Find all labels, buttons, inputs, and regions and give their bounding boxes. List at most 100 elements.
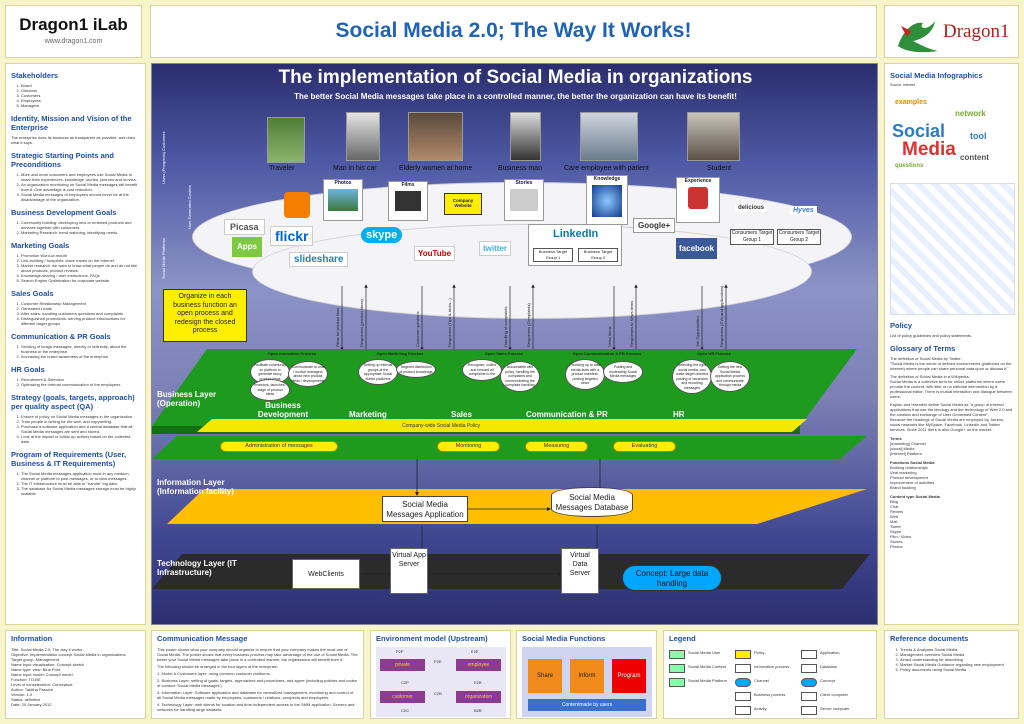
picasa-logo[interactable]: Picasa	[224, 219, 265, 235]
linkedin-logo[interactable]: LinkedIn	[553, 228, 599, 240]
legend-swatch	[669, 664, 685, 673]
process-step: Setting up Internal groups at the approp…	[358, 359, 398, 385]
list-item: More and more customers and employees us…	[21, 172, 140, 182]
legend-swatch	[801, 706, 817, 715]
comm-pr-list: Sending of image messages, directly or i…	[21, 344, 140, 359]
slideshare-logo[interactable]: slideshare	[289, 252, 349, 267]
info-line: Objective: Implementation concept Social…	[11, 652, 126, 657]
process-step: Getting the new Social Media application…	[710, 361, 750, 392]
list-item: Board	[21, 83, 140, 88]
functions-title: Functions Social Media	[890, 460, 935, 465]
brain-icon	[592, 185, 622, 217]
legend-swatch	[801, 664, 817, 673]
blogger-icon[interactable]	[284, 192, 310, 218]
smf-inform: Inform	[570, 659, 604, 693]
infographics-source: Source: Internet	[890, 83, 915, 87]
delicious-logo[interactable]: delicious	[735, 204, 768, 212]
legend-swatch	[801, 692, 817, 701]
infographics-title: Social Media Infographics	[890, 71, 983, 80]
env-private: private	[380, 659, 425, 671]
env-p2p: P2P	[396, 649, 404, 654]
user-business: Business man	[498, 165, 542, 172]
list-item: The Social Media messages-application mu…	[21, 471, 140, 481]
legend-swatch	[735, 678, 751, 687]
ref-item[interactable]: Aimed understanding for describing	[900, 657, 1013, 662]
facebook-logo[interactable]: facebook	[676, 238, 718, 259]
info-line: Function: TO-BE	[11, 677, 41, 682]
env-customer: customer	[380, 691, 425, 703]
sm-application: Social Media Messages Application	[382, 496, 468, 522]
apps-logo[interactable]: Apps	[232, 237, 262, 257]
skype-logo[interactable]: skype	[361, 227, 403, 243]
business-layer-label: Business Layer (Operation)	[157, 390, 217, 408]
flickr-logo[interactable]: flickr	[270, 226, 314, 246]
content-type: Stories	[890, 539, 903, 544]
ref-item[interactable]: Market Social Media Guidance regarding n…	[900, 662, 1013, 667]
diagram-subtitle: The better Social Media messages take pl…	[294, 92, 737, 101]
wordcloud-image: Social Media network content examples to…	[890, 91, 1015, 181]
layer-links	[362, 459, 602, 576]
title-box: Social Media 2.0; The Way It Works!	[150, 5, 877, 58]
right-panel: Social Media Infographics Source: Intern…	[884, 63, 1019, 625]
youtube-logo[interactable]: YouTube	[414, 246, 456, 261]
glossary-3: The definition of Social Media in a Wiki…	[890, 374, 970, 379]
env-p2e: P2E	[434, 659, 442, 664]
comm-line: 3. Information Layer: Software applicati…	[157, 690, 354, 700]
legend-label: Activity	[754, 706, 767, 711]
function-item: Building relationships	[890, 465, 928, 470]
list-item: Market research: we want to know what pe…	[21, 263, 140, 273]
process-step: Recognize, collect and forward all compl…	[462, 359, 502, 381]
smf-program: Program	[612, 659, 646, 693]
brand-name: Dragon1 iLab	[19, 15, 128, 34]
info-line: Level of consideration: Conceptual	[11, 682, 73, 687]
info-lines: Title: Social Media 2.0; The way it work…	[11, 647, 140, 707]
sales-title: Sales Goals	[11, 289, 54, 298]
step-evaluating: Evaluating	[613, 441, 676, 452]
hyves-logo[interactable]: Hyves	[790, 206, 817, 215]
content-films: Films	[388, 181, 428, 221]
glossary-6: Because the headings of Social Media are…	[890, 417, 1004, 432]
process-step: Investors, launches, stage of product id…	[250, 379, 290, 401]
policy-title: Policy	[890, 321, 913, 330]
process-title: Open Marketing Process	[376, 351, 424, 356]
content-type: Photos	[890, 544, 903, 549]
strategy-list: Ensure of policy on Social Media message…	[21, 414, 140, 444]
info-line: Version: 1.0	[11, 692, 33, 697]
list-item: After sales: handling customers question…	[21, 311, 140, 316]
virtual-app-server: Virtual App Server	[390, 548, 428, 594]
comm-line: The following should be arranged in the …	[157, 664, 278, 669]
bizdev-list: Community building: developing new or re…	[21, 220, 140, 235]
user-car: Man in his car	[333, 165, 377, 172]
content-label: Photos	[334, 180, 352, 186]
ref-item[interactable]: Management overview Social Media	[900, 652, 1013, 657]
brand-url[interactable]: www.dragon1.com	[44, 38, 103, 45]
env-c2c: C2C	[401, 708, 410, 713]
list-item: Search Engine Optimization for corporate…	[21, 278, 140, 283]
content-type: Mail	[890, 519, 898, 524]
wordcloud-word: Social	[892, 121, 946, 141]
ref-item[interactable]: Policy documents using Social Media	[900, 667, 1013, 672]
function-sales: Sales	[451, 410, 472, 419]
legend-swatch	[735, 664, 751, 673]
marketing-list: Promotion Word-of-mouth Link-building / …	[21, 253, 140, 283]
hr-list: Recruitment & Selection Optimizing the i…	[21, 377, 140, 387]
content-type: Film / Video	[890, 534, 912, 539]
env-e2e: E2E	[471, 649, 479, 654]
legend-label: Concept	[820, 678, 835, 683]
list-item: Recruitment & Selection	[21, 377, 140, 382]
content-experience: Experience	[676, 177, 720, 223]
list-item: Employees	[21, 98, 140, 103]
twitter-logo[interactable]: twitter	[479, 241, 511, 256]
googleplus-logo[interactable]: Google+	[633, 218, 676, 233]
info-line: Date: 20 January 2012	[11, 702, 52, 707]
process-title: Open Innovation Process	[267, 351, 317, 356]
list-item: Purchase a software application and a ce…	[21, 424, 140, 434]
wordcloud-word: questions	[895, 163, 924, 169]
list-item: An organization monitoring on Social Med…	[21, 182, 140, 192]
env-organization: organization	[456, 691, 501, 703]
ref-item[interactable]: Trends & Analyses Social Media	[900, 647, 1013, 652]
content-knowledge: Knowledge	[586, 175, 628, 225]
function-item: Viral marketing	[890, 470, 917, 475]
process-step: Communicate to chat / involve managers a…	[288, 361, 328, 387]
sales-list: Customer Relationship Management Generat…	[21, 301, 140, 326]
